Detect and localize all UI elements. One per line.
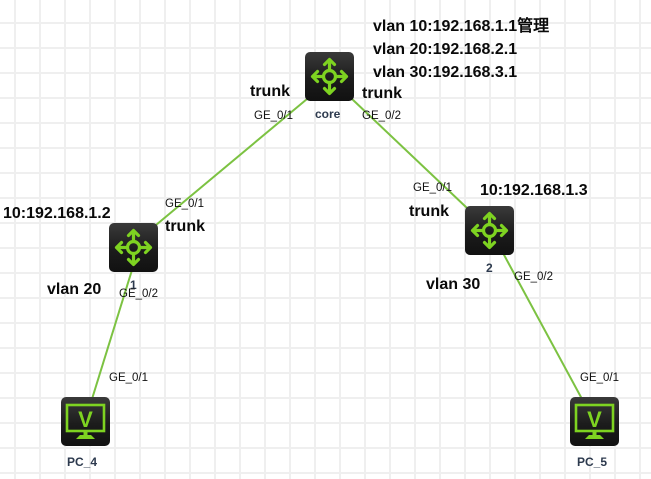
- sw1-ip-note: 10:192.168.1.2: [3, 205, 111, 222]
- core-vlan-20-note: vlan 20:192.168.2.1: [373, 41, 518, 58]
- switch-arrows-icon: [310, 57, 349, 96]
- link-core-sw2[interactable]: [351, 98, 468, 209]
- core-switch-label: core: [315, 107, 341, 121]
- switch-arrows-icon: [470, 211, 509, 250]
- port-label-sw1-ge01: GE_0/1: [165, 198, 204, 210]
- switch-arrows-icon: [114, 228, 153, 267]
- pc-5-label: PC_5: [577, 455, 608, 469]
- pc-4-label: PC_4: [67, 455, 98, 469]
- switch-1-label: 1: [130, 278, 137, 292]
- port-label-sw2-ge01: GE_0/1: [413, 182, 452, 194]
- sw2-vlan-note: vlan 30: [426, 276, 481, 293]
- core-vlan-notes: vlan 10:192.168.1.1管理 vlan 20:192.168.2.…: [373, 15, 549, 84]
- core-switch[interactable]: [305, 52, 354, 101]
- pc-glyph: V: [78, 407, 93, 432]
- sw1-trunk-note: trunk: [165, 218, 205, 235]
- core-trunk-left-note: trunk: [250, 83, 290, 100]
- pc-glyph: V: [587, 407, 602, 432]
- pc-monitor-icon: V: [65, 403, 106, 439]
- port-label-core-ge01: GE_0/1: [254, 110, 293, 122]
- core-vlan-10-note: vlan 10:192.168.1.1管理: [373, 18, 550, 35]
- sw2-trunk-note: trunk: [409, 203, 449, 220]
- sw1-vlan-note: vlan 20: [47, 281, 102, 298]
- switch-1[interactable]: [109, 223, 158, 272]
- port-label-sw2-ge02: GE_0/2: [514, 271, 553, 283]
- pc-5[interactable]: V: [570, 397, 619, 446]
- link-sw2-pc5[interactable]: [502, 252, 583, 400]
- port-label-pc5-ge01: GE_0/1: [580, 372, 619, 384]
- sw2-ip-note: 10:192.168.1.3: [480, 182, 588, 199]
- link-core-sw1[interactable]: [155, 98, 308, 226]
- core-trunk-right-note: trunk: [362, 85, 402, 102]
- link-sw1-pc4[interactable]: [91, 269, 133, 400]
- port-label-core-ge02: GE_0/2: [362, 110, 401, 122]
- switch-2-label: 2: [486, 261, 493, 275]
- core-vlan-30-note: vlan 30:192.168.3.1: [373, 64, 518, 81]
- pc-monitor-icon: V: [574, 403, 615, 439]
- switch-2[interactable]: [465, 206, 514, 255]
- pc-4[interactable]: V: [61, 397, 110, 446]
- port-label-sw1-ge02: GE_0/2: [119, 288, 158, 300]
- port-label-pc4-ge01: GE_0/1: [109, 372, 148, 384]
